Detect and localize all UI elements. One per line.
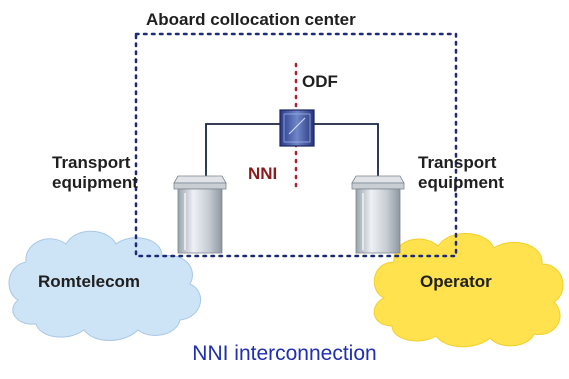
operator-label: Operator xyxy=(420,272,492,291)
diagram-caption: NNI interconnection xyxy=(192,342,377,365)
nni-label: NNI xyxy=(248,164,278,183)
left-equipment-label-line2: equipment xyxy=(52,173,138,192)
odf-device xyxy=(279,109,315,147)
romtelecom-label: Romtelecom xyxy=(38,272,141,291)
left-transport-equipment xyxy=(173,175,227,254)
operator-cloud xyxy=(373,233,564,348)
right-equipment-label-line1: Transport xyxy=(418,153,497,172)
romtelecom-cloud xyxy=(8,230,201,341)
left-connection-line xyxy=(205,123,282,182)
collocation-center-border xyxy=(134,32,458,258)
odf-label: ODF xyxy=(302,72,338,91)
left-equipment-label: Transport equipment xyxy=(52,153,138,193)
right-connection-line xyxy=(314,123,379,182)
left-equipment-label-line1: Transport xyxy=(52,153,131,172)
right-equipment-label: Transport equipment xyxy=(418,153,504,193)
right-transport-equipment xyxy=(351,175,405,254)
right-equipment-label-line2: equipment xyxy=(418,173,504,192)
collocation-center-title: Aboard collocation center xyxy=(146,10,356,29)
